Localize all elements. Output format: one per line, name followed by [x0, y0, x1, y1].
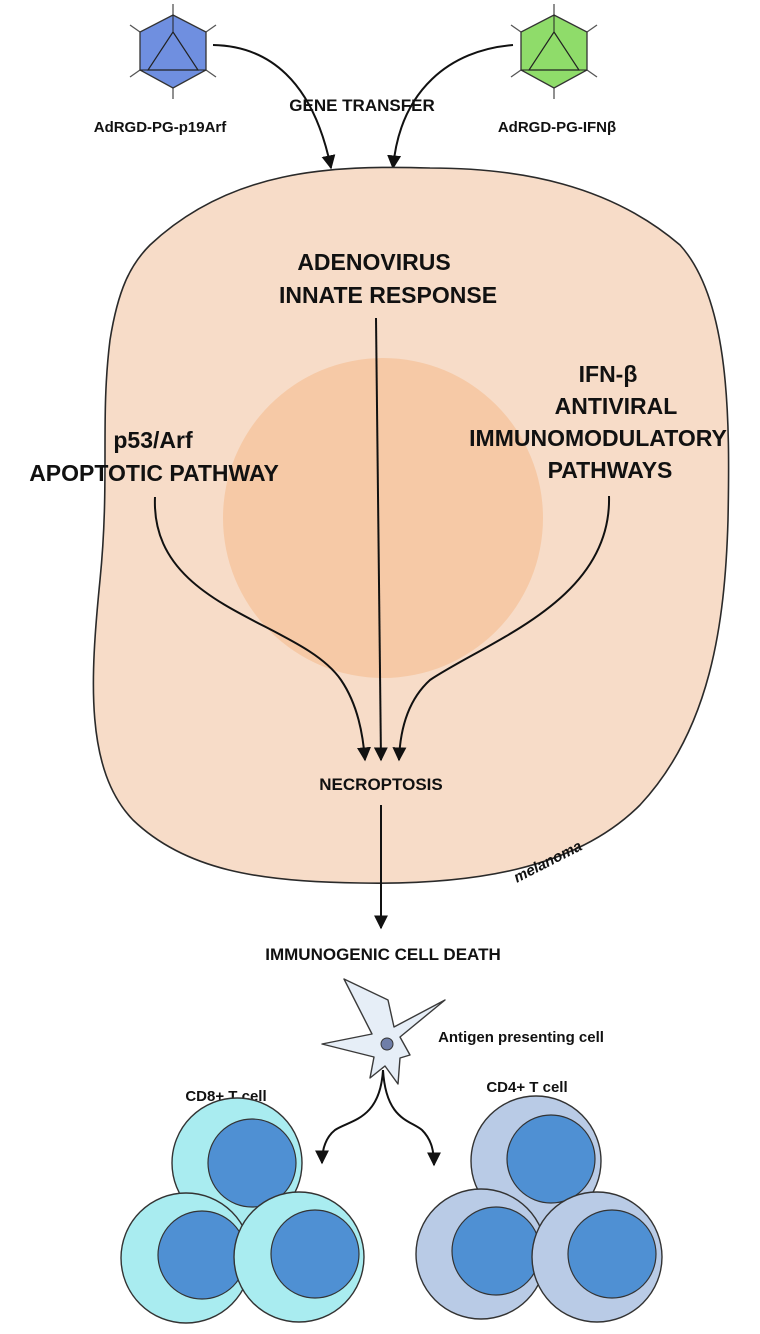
innate-response-line1: ADENOVIRUS — [297, 249, 450, 275]
arrow-vector-right — [387, 44, 514, 170]
arrow-ifn-to-necroptosis — [392, 495, 611, 762]
ifn-label-line4: PATHWAYS — [548, 457, 673, 483]
cd4-t-cell-nucleus — [451, 1206, 541, 1296]
arrow-apc-to-cd4 — [382, 1069, 441, 1167]
cd4-t-cell-nucleus — [567, 1209, 657, 1299]
cd8-t-cell-nucleus — [207, 1118, 297, 1208]
p53-label-line1: p53/Arf — [113, 427, 193, 453]
apc-label: Antigen presenting cell — [438, 1029, 604, 1046]
ifn-label-line3: IMMUNOMODULATORY — [469, 425, 727, 451]
cd4-t-cell-nucleus — [506, 1114, 596, 1204]
necroptosis-label: NECROPTOSIS — [319, 775, 442, 794]
cd8-t-cell-nucleus — [270, 1209, 360, 1299]
cell-nucleus — [223, 358, 543, 678]
cd4-t-cell-cluster — [415, 1095, 663, 1323]
vector-right-label: AdRGD-PG-IFNβ — [498, 119, 616, 136]
cd4-label: CD4+ T cell — [486, 1079, 567, 1096]
arrow-apc-to-cd8 — [315, 1069, 384, 1165]
arrow-p53-to-necroptosis — [153, 496, 371, 762]
ifn-label-line1: IFN-β — [579, 361, 638, 387]
p53-label-line2: APOPTOTIC PATHWAY — [29, 460, 279, 486]
adenovirus-ifnb-icon — [510, 4, 598, 99]
adenovirus-p19arf-icon — [129, 4, 217, 99]
arrow-vector-left — [212, 44, 336, 170]
cd8-t-cell-cluster — [120, 1097, 365, 1324]
ifn-label-line2: ANTIVIRAL — [555, 393, 678, 419]
arrow-innate-to-necroptosis — [373, 317, 388, 762]
gene-transfer-label: GENE TRANSFER — [289, 96, 434, 115]
innate-response-line2: INNATE RESPONSE — [279, 282, 497, 308]
cd8-t-cell-nucleus — [157, 1210, 247, 1300]
vector-left-label: AdRGD-PG-p19Arf — [94, 119, 228, 136]
apc-nucleus — [380, 1037, 394, 1051]
immunogenic-cell-death-label: IMMUNOGENIC CELL DEATH — [265, 945, 500, 964]
antigen-presenting-cell-icon — [321, 978, 446, 1085]
